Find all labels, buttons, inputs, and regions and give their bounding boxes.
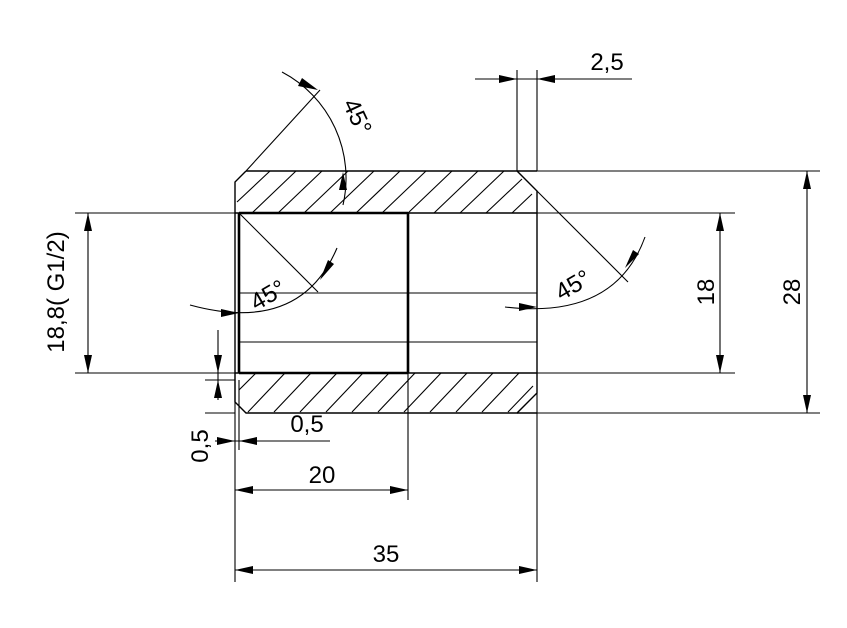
hatch-lower-wall: [238, 372, 534, 413]
dimension-20-label: 20: [309, 462, 336, 489]
dimension-18-8-label: 18,8( G1/2): [43, 231, 70, 352]
thread-region: [237, 211, 537, 375]
dimension-length-total: 35: [235, 541, 537, 574]
dimension-outer-diameter: 28: [779, 171, 811, 413]
hatch-upper-wall: [236, 170, 533, 214]
dimension-bore-diameter: 18: [693, 213, 724, 373]
angle-left-thread-chamfer: 45°: [189, 247, 338, 317]
dimension-thread-length: 20: [235, 462, 408, 494]
dimension-wall-step-vertical: 0,5: [187, 330, 222, 463]
angle-top-chamfer-label: 45°: [337, 95, 377, 139]
chamfer-construction: [238, 89, 629, 293]
angle-right-bore-chamfer: 45°: [504, 236, 646, 311]
extension-lines: [75, 70, 820, 582]
angle-top-chamfer: 45°: [281, 71, 377, 206]
dimension-wall-step-horizontal: 0,5: [215, 411, 330, 445]
dimension-35-label: 35: [373, 541, 400, 568]
dimension-2-5-label: 2,5: [590, 49, 623, 76]
angle-right-chamfer-label: 45°: [551, 265, 596, 307]
dimension-28-label: 28: [779, 279, 806, 306]
dimension-0-5-vertical-label: 0,5: [187, 429, 214, 462]
dimension-thread-diameter: 18,8( G1/2): [43, 213, 92, 373]
dimension-0-5-horizontal-label: 0,5: [290, 411, 323, 438]
angle-left-chamfer-label: 45°: [246, 275, 291, 317]
dimension-chamfer-width: 2,5: [475, 49, 632, 83]
dimension-18-label: 18: [693, 279, 720, 306]
